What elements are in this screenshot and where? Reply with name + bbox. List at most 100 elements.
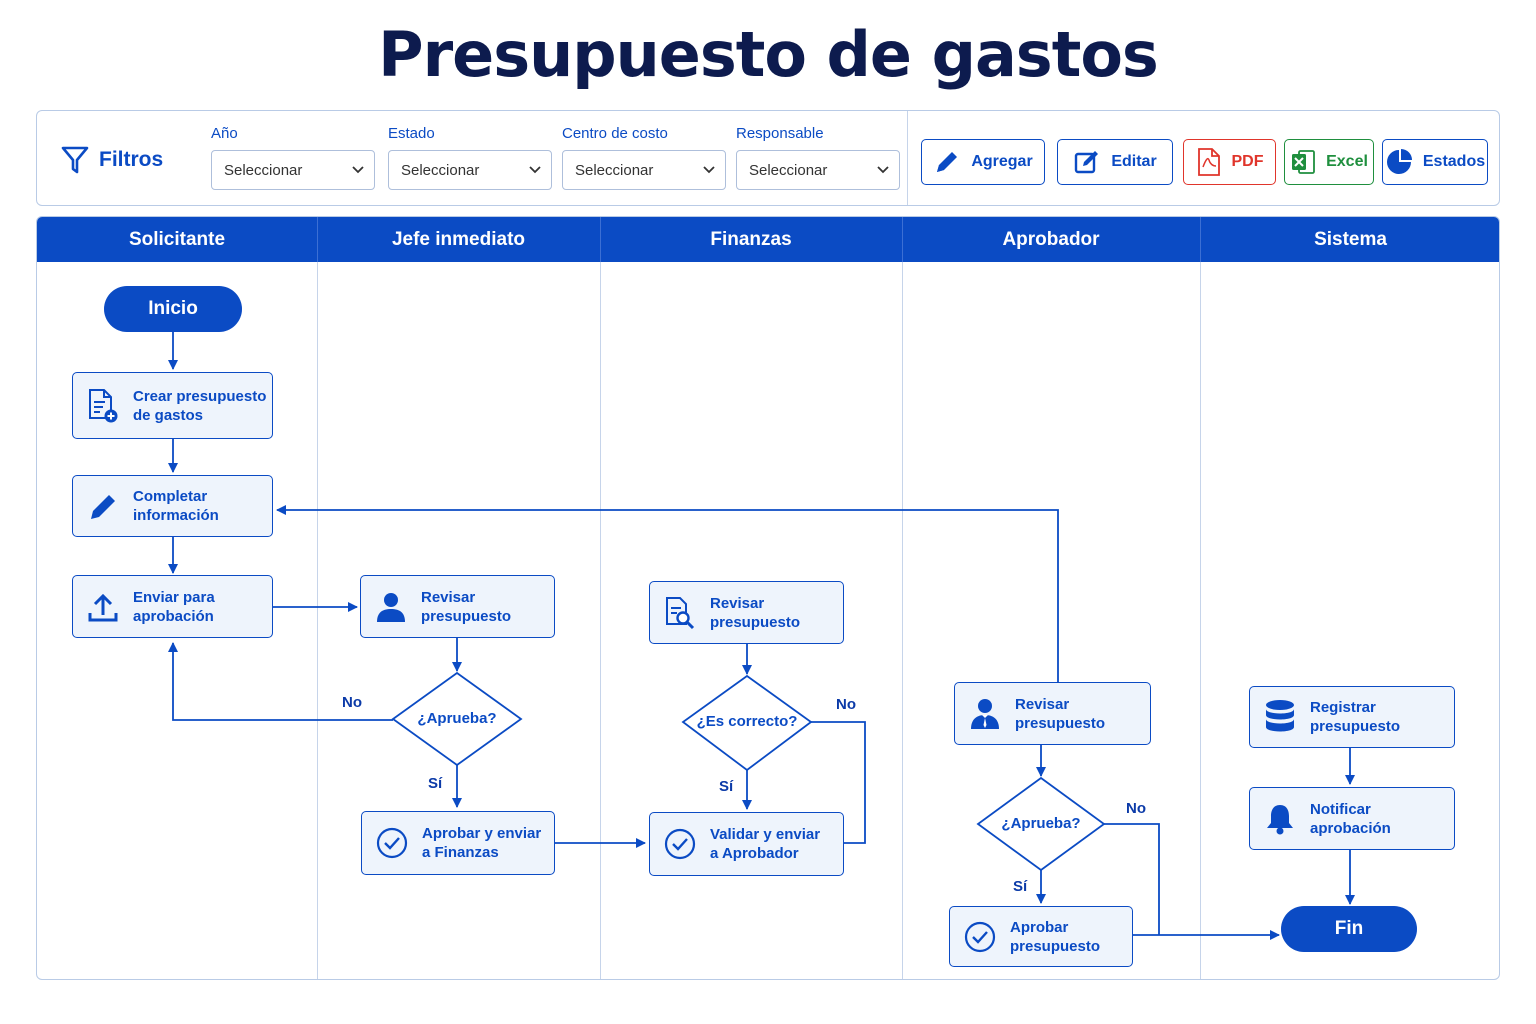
lane-header-jefe: Jefe inmediato xyxy=(317,217,600,262)
filter-cost-center: Centro de costo Seleccionar xyxy=(562,125,726,190)
year-select[interactable]: Seleccionar xyxy=(211,150,375,190)
jefe-no-label: No xyxy=(342,694,362,711)
excel-button[interactable]: Excel xyxy=(1284,139,1374,185)
database-icon xyxy=(1264,699,1296,735)
filters-heading-label: Filtros xyxy=(99,148,164,171)
pie-chart-icon xyxy=(1386,149,1412,174)
manager-icon xyxy=(969,698,1001,730)
chevron-down-icon xyxy=(352,166,364,174)
cost-center-select-value: Seleccionar xyxy=(575,161,654,179)
check-circle-icon xyxy=(376,827,408,859)
filters-heading: Filtros xyxy=(61,145,163,175)
swimlane-diagram: Solicitante Jefe inmediato Finanzas Apro… xyxy=(36,216,1500,980)
jefe-review-label: Revisar presupuesto xyxy=(421,588,511,626)
filter-status: Estado Seleccionar xyxy=(388,125,552,190)
apr-approve-step[interactable]: Aprobar presupuesto xyxy=(949,906,1133,967)
chevron-down-icon xyxy=(529,166,541,174)
year-select-value: Seleccionar xyxy=(224,161,303,179)
fin-validate-label: Validar y enviar a Aprobador xyxy=(710,825,820,863)
lane-header-sistema: Sistema xyxy=(1200,217,1499,262)
create-budget-line-1: Crear presupuesto xyxy=(133,387,267,405)
sys-notify-label: Notificar aprobación xyxy=(1310,800,1391,838)
chevron-down-icon xyxy=(703,166,715,174)
complete-info-step[interactable]: Completar información xyxy=(72,475,273,537)
bell-icon xyxy=(1264,802,1296,836)
status-select[interactable]: Seleccionar xyxy=(388,150,552,190)
jefe-approve-line-1: Aprobar y enviar xyxy=(422,825,542,842)
filter-owner: Responsable Seleccionar xyxy=(736,125,900,190)
lane-divider xyxy=(902,217,903,979)
funnel-icon xyxy=(61,146,89,174)
chevron-down-icon xyxy=(877,166,889,174)
states-button[interactable]: Estados xyxy=(1382,139,1488,185)
apr-review-line-2: presupuesto xyxy=(1015,714,1106,732)
filter-owner-label: Responsable xyxy=(736,125,824,142)
upload-icon xyxy=(87,591,119,623)
fin-review-line-2: presupuesto xyxy=(710,613,801,631)
add-button-label: Agregar xyxy=(971,153,1033,170)
lane-header-divider xyxy=(1200,217,1201,262)
pdf-button-label: PDF xyxy=(1231,153,1264,170)
jefe-decision-diamond xyxy=(391,671,523,767)
jefe-approve-line-2: a Finanzas xyxy=(422,844,499,861)
start-terminal[interactable]: Inicio xyxy=(104,286,242,332)
apr-review-step[interactable]: Revisar presupuesto xyxy=(954,682,1151,745)
fin-review-step[interactable]: Revisar presupuesto xyxy=(649,581,844,644)
sys-register-line-1: Registrar xyxy=(1310,699,1376,716)
edit-button[interactable]: Editar xyxy=(1057,139,1173,185)
filter-panel: Filtros Año Seleccionar Estado Seleccion… xyxy=(36,110,1500,206)
lane-divider xyxy=(317,217,318,979)
fin-validate-line-1: Validar y enviar xyxy=(710,826,821,843)
status-select-value: Seleccionar xyxy=(401,161,480,179)
fin-decision-label: ¿Es correcto? xyxy=(696,713,798,730)
fin-validate-step[interactable]: Validar y enviar a Aprobador xyxy=(649,812,844,876)
page-title: Presupuesto de gastos xyxy=(378,18,1159,91)
sys-notify-step[interactable]: Notificar aprobación xyxy=(1249,787,1455,850)
complete-info-label: Completar información xyxy=(133,487,219,525)
fin-validate-line-2: a Aprobador xyxy=(710,845,799,862)
edge-fin-no-to-validate xyxy=(811,721,866,844)
cost-center-select[interactable]: Seleccionar xyxy=(562,150,726,190)
fin-decision-diamond xyxy=(681,674,813,772)
pdf-file-icon xyxy=(1197,148,1220,176)
add-button[interactable]: Agregar xyxy=(921,139,1045,185)
send-line-1: Enviar para xyxy=(133,588,215,606)
filter-status-label: Estado xyxy=(388,125,435,142)
jefe-review-step[interactable]: Revisar presupuesto xyxy=(360,575,555,638)
edge-jefe-no-to-send xyxy=(168,642,393,721)
apr-approve-line-1: Aprobar xyxy=(1010,918,1069,936)
fin-review-line-1: Revisar xyxy=(710,594,765,612)
lane-divider xyxy=(1200,217,1201,979)
fin-no-label: No xyxy=(836,696,856,713)
complete-info-line-2: información xyxy=(133,507,219,524)
fin-review-label: Revisar presupuesto xyxy=(710,594,800,632)
pencil-icon xyxy=(937,152,958,172)
lane-header-divider xyxy=(317,217,318,262)
lane-header-divider xyxy=(902,217,903,262)
lane-header-aprobador: Aprobador xyxy=(902,217,1200,262)
pdf-button[interactable]: PDF xyxy=(1183,139,1276,185)
end-terminal[interactable]: Fin xyxy=(1281,906,1417,952)
sys-register-line-2: presupuesto xyxy=(1310,718,1401,735)
check-circle-icon xyxy=(664,828,696,860)
excel-icon xyxy=(1292,150,1315,174)
jefe-approve-label: Aprobar y enviar a Finanzas xyxy=(422,824,541,862)
flow-connectors xyxy=(168,332,1355,940)
apr-approve-label: Aprobar presupuesto xyxy=(1010,918,1100,956)
owner-select[interactable]: Seleccionar xyxy=(736,150,900,190)
filter-year: Año Seleccionar xyxy=(211,125,375,190)
edge-apr-no-to-end xyxy=(1104,823,1160,935)
apr-yes-label: Sí xyxy=(1013,878,1028,895)
create-budget-label: Crear presupuesto de gastos xyxy=(133,387,266,425)
create-budget-step[interactable]: Crear presupuesto de gastos xyxy=(72,372,273,439)
document-search-icon xyxy=(664,596,696,630)
send-for-approval-label: Enviar para aprobación xyxy=(133,588,215,626)
create-budget-line-2: de gastos xyxy=(133,406,204,424)
states-button-label: Estados xyxy=(1422,153,1486,170)
send-line-2: aprobación xyxy=(133,607,214,625)
lane-divider xyxy=(600,217,601,979)
send-for-approval-step[interactable]: Enviar para aprobación xyxy=(72,575,273,638)
jefe-review-line-2: presupuesto xyxy=(421,607,512,625)
sys-register-step[interactable]: Registrar presupuesto xyxy=(1249,686,1455,748)
jefe-approve-step[interactable]: Aprobar y enviar a Finanzas xyxy=(361,811,555,875)
